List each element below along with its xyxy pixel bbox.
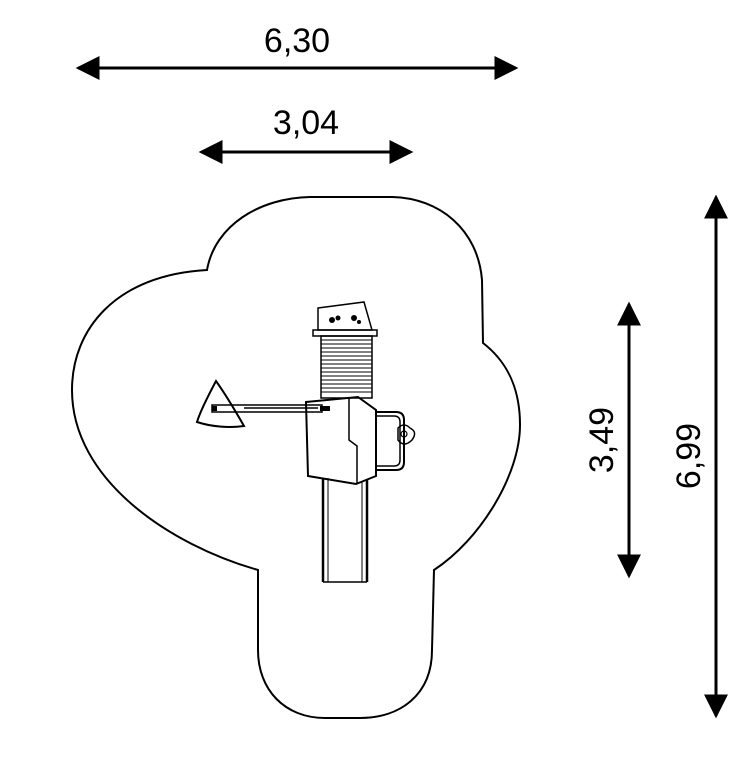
central-tower — [304, 395, 377, 486]
overall-width-label: 6,30 — [264, 22, 330, 60]
equipment-depth-label: 3,49 — [583, 407, 621, 473]
side-handle — [376, 411, 416, 471]
overall-depth-label: 6,99 — [670, 423, 708, 489]
equipment-width-label: 3,04 — [273, 104, 339, 142]
equipment-depth-dimension: 3,49 — [583, 301, 641, 579]
safety-zone-outline — [70, 196, 522, 719]
top-platform — [312, 301, 378, 337]
equipment-width-dimension: 3,04 — [198, 104, 414, 164]
slide — [321, 478, 369, 583]
overall-width-dimension: 6,30 — [75, 22, 519, 80]
sail-panel — [195, 379, 246, 428]
climbing-ramp — [320, 335, 373, 399]
overall-depth-dimension: 6,99 — [670, 194, 728, 719]
